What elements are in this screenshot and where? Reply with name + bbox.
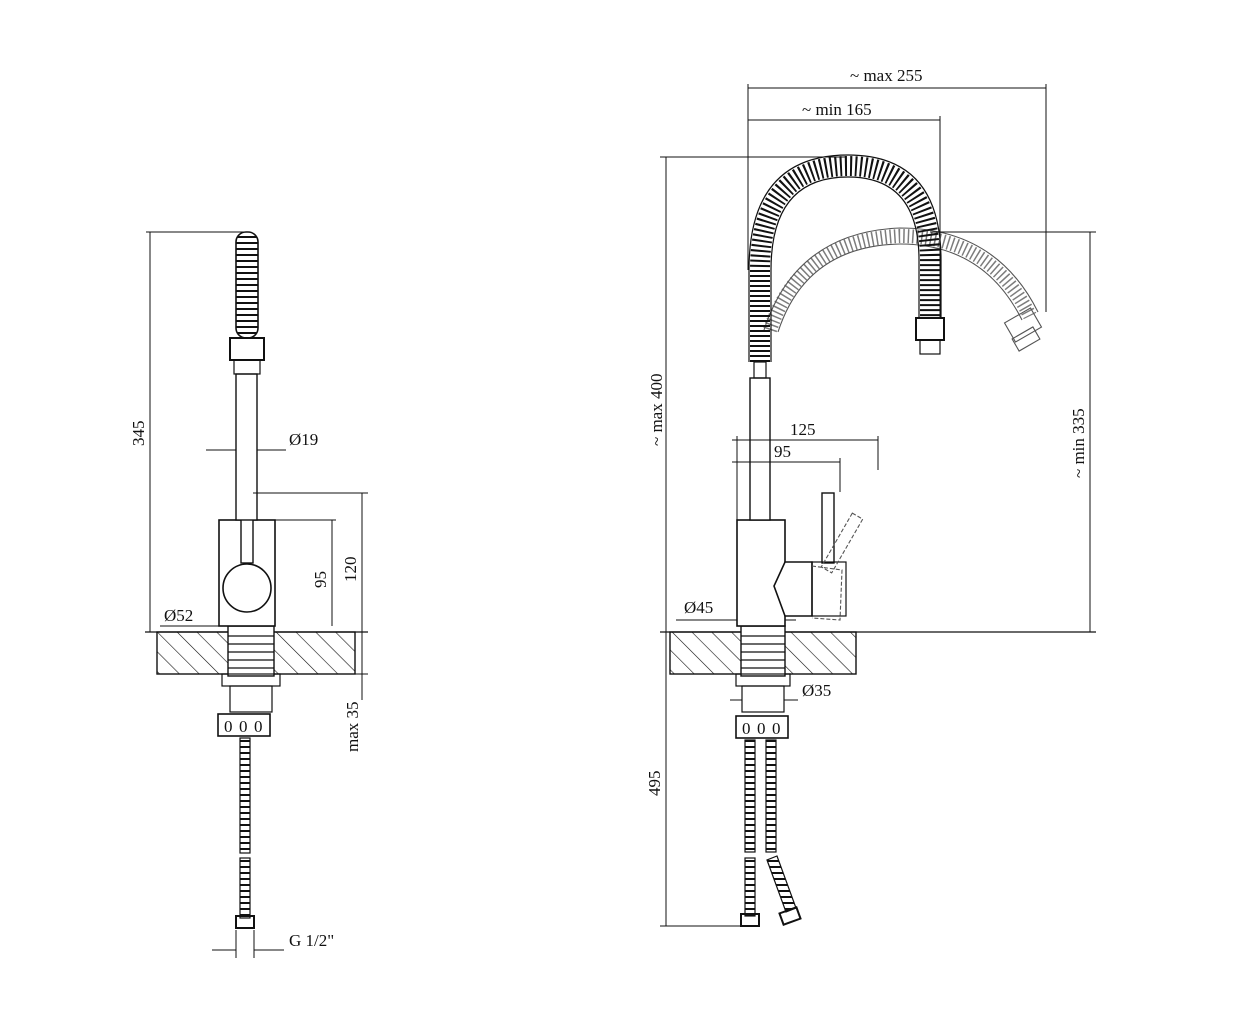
side-view: 0 0 0: [645, 66, 1096, 927]
dim-body-diameter: Ø45: [676, 598, 796, 621]
side-valve-label-2: 0: [757, 719, 766, 738]
dim-max-height-label: ~ max 400: [647, 374, 666, 446]
dim-shank-diameter: Ø35: [730, 681, 831, 701]
dim-handle-height: 120: [253, 492, 368, 632]
dim-body-reach-label: 95: [774, 442, 791, 461]
dim-min-height-label: ~ min 335: [1069, 408, 1088, 478]
dim-min-reach-label: ~ min 165: [802, 100, 872, 119]
dim-base-diameter-label: Ø52: [164, 606, 193, 625]
side-valve-block: [735, 715, 789, 739]
front-valve-label-3: 0: [254, 717, 263, 736]
side-handle-base: [773, 561, 813, 617]
dim-body-height: 95: [275, 519, 336, 626]
side-spring-hose: [750, 155, 940, 362]
dim-345-label: 345: [129, 421, 148, 447]
dim-spout-diameter: Ø19: [206, 430, 318, 451]
side-supply-hose-2: [765, 739, 777, 853]
side-spout-tube: [749, 377, 771, 521]
dim-handle-reach-label: 125: [790, 420, 816, 439]
front-spout-tube: [235, 373, 258, 521]
front-view: 0 0 0 345 Ø19: [129, 231, 368, 958]
dim-max-reach-label: ~ max 255: [850, 66, 922, 85]
dim-counter-thickness-label: max 35: [343, 701, 362, 752]
dim-handle-height-label: 120: [341, 557, 360, 583]
dim-shank-diameter-label: Ø35: [802, 681, 831, 700]
side-valve-label-3: 0: [772, 719, 781, 738]
dim-min-reach: ~ min 165: [748, 100, 941, 318]
front-valve-block: [217, 713, 271, 737]
dim-thread-label: G 1/2": [289, 931, 334, 950]
dim-body-height-label: 95: [311, 571, 330, 588]
front-supply-hose: [239, 737, 251, 854]
dim-min-height: ~ min 335: [930, 231, 1096, 632]
dim-base-diameter: Ø52: [160, 606, 219, 627]
dim-max-height: ~ max 400: [647, 156, 846, 632]
front-valve-label-1: 0: [224, 717, 233, 736]
front-handle-knob: [222, 563, 272, 613]
dim-max-reach: ~ max 255: [747, 66, 1047, 312]
side-body: [736, 519, 786, 627]
dim-spout-diameter-label: Ø19: [289, 430, 318, 449]
dim-counter-thickness: max 35: [343, 632, 368, 752]
dim-body-diameter-label: Ø45: [684, 598, 713, 617]
dim-thread: G 1/2": [212, 930, 334, 958]
dim-hose-length: 495: [645, 632, 742, 927]
side-ghost-hose: [763, 228, 1037, 333]
front-spring-hose: [235, 231, 259, 339]
front-valve-label-2: 0: [239, 717, 248, 736]
dim-handle-reach: 125: [732, 420, 879, 520]
side-handle-lever: [821, 492, 835, 564]
dim-345: 345: [129, 231, 246, 633]
dim-hose-length-label: 495: [645, 771, 664, 797]
dim-body-reach: 95: [732, 442, 841, 492]
side-supply-hose-1: [744, 739, 756, 853]
side-valve-label-1: 0: [742, 719, 751, 738]
